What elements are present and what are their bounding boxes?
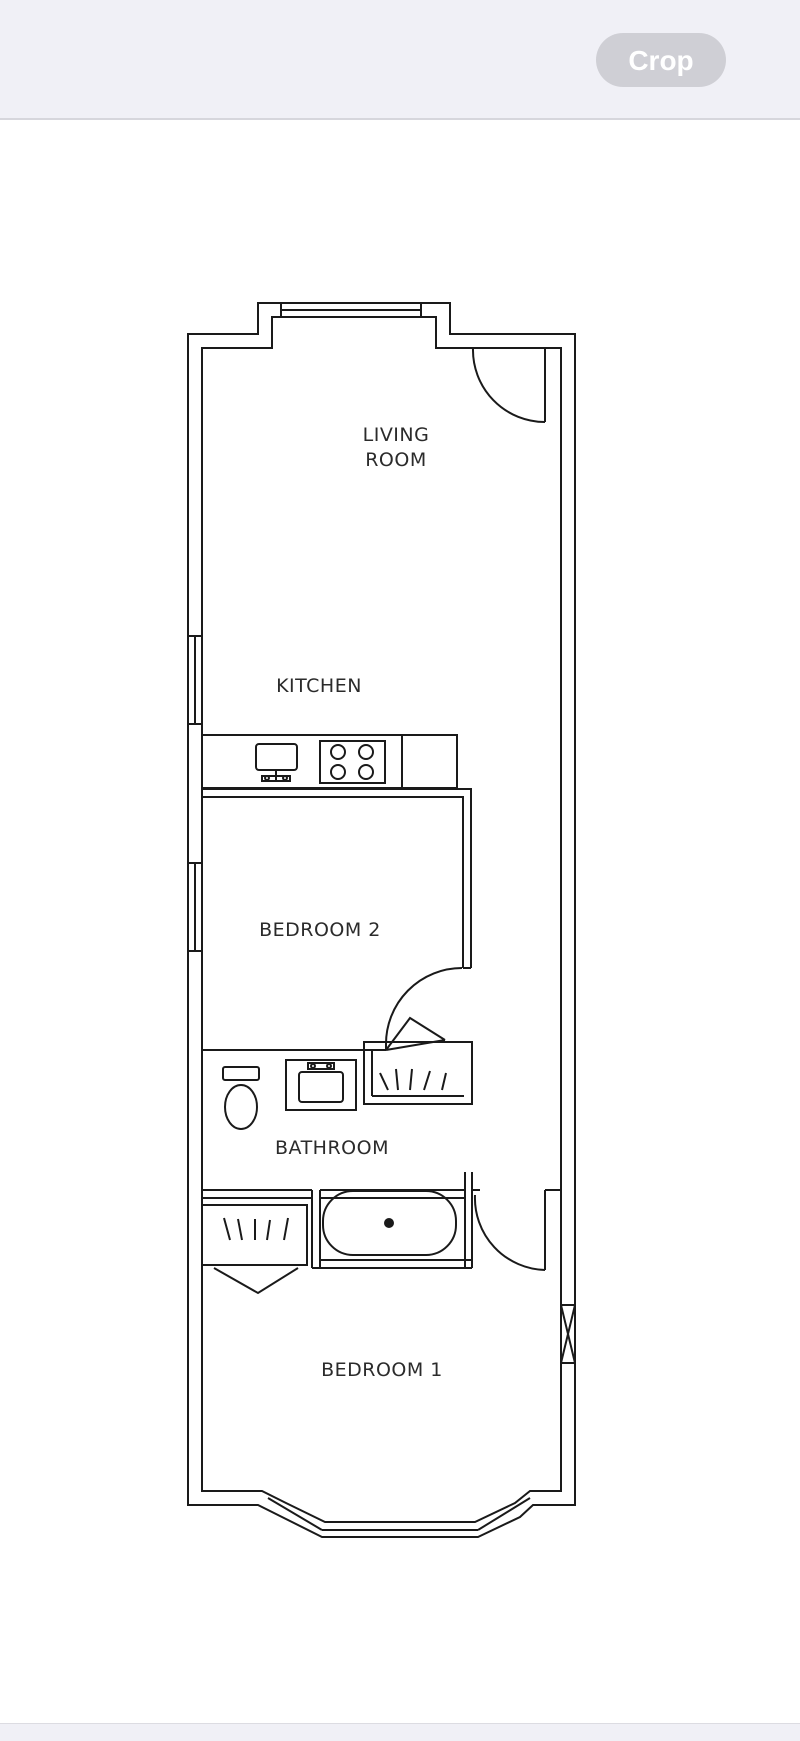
wardrobe-lower <box>201 1204 308 1295</box>
bottom-bay-window <box>267 1497 531 1531</box>
kitchen-sink <box>255 743 298 782</box>
wardrobe-upper <box>363 1016 473 1105</box>
living-room-label-line2: ROOM <box>365 449 427 471</box>
crop-button[interactable]: Crop <box>596 33 726 87</box>
top-bay-window <box>280 303 422 317</box>
entry-door <box>471 347 561 423</box>
kitchen-counter <box>201 734 458 789</box>
bathroom-door <box>472 1189 561 1271</box>
left-window-lower <box>187 862 203 952</box>
kitchen-stove <box>319 740 386 784</box>
left-window-upper <box>187 635 203 725</box>
image-viewer: LIVING ROOM KITCHEN BEDROOM 2 BATHROOM B… <box>0 120 800 1723</box>
bathroom-vanity <box>285 1059 357 1111</box>
bathtub <box>322 1190 457 1256</box>
floor-plan: LIVING ROOM KITCHEN BEDROOM 2 BATHROOM B… <box>187 302 576 1538</box>
kitchen-label: KITCHEN <box>276 675 362 697</box>
bedroom-2-walls <box>202 788 472 1051</box>
bedroom-2-door <box>384 967 463 1050</box>
bedroom-1-label: BEDROOM 1 <box>321 1359 443 1381</box>
top-toolbar: Crop <box>0 0 800 120</box>
exterior-walls <box>187 302 576 1538</box>
living-room-label-line1: LIVING <box>363 424 430 446</box>
bottom-bar <box>0 1723 800 1741</box>
right-window <box>560 1304 576 1364</box>
bathroom-label: BATHROOM <box>275 1137 389 1159</box>
toilet <box>222 1066 260 1130</box>
bedroom-2-label: BEDROOM 2 <box>259 919 381 941</box>
